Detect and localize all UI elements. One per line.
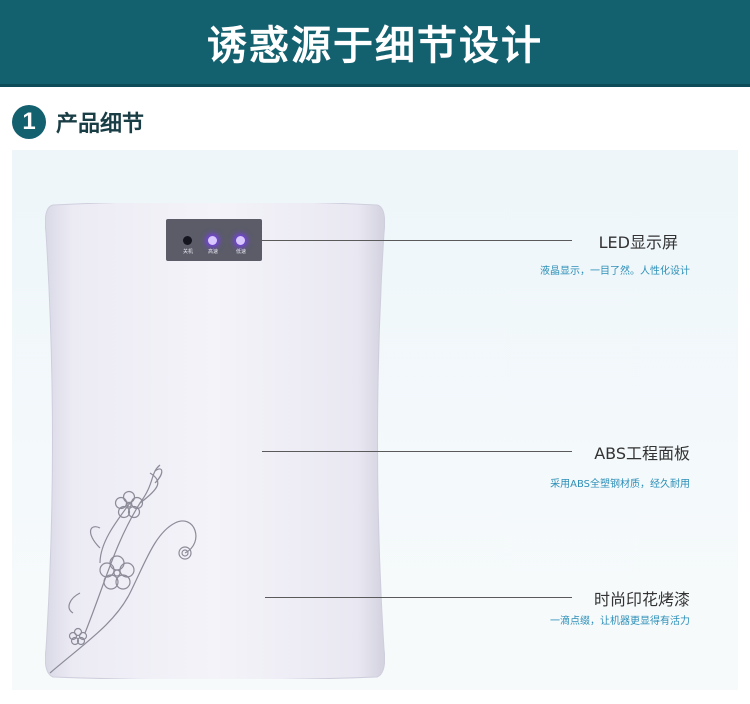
feature-title-print: 时尚印花烤漆 (593, 590, 690, 609)
high-speed-button[interactable] (208, 236, 217, 245)
banner-title: 诱惑源于细节设计 (207, 23, 543, 69)
power-button[interactable] (183, 236, 192, 245)
feature-title-abs: ABS工程面板 (594, 444, 690, 463)
low-speed-label: 低速 (235, 249, 246, 255)
low-speed-button[interactable] (236, 236, 245, 245)
section-number-badge: 1 (12, 105, 46, 139)
air-purifier-image (45, 203, 385, 679)
power-button-label: 关机 (182, 249, 193, 255)
led-control-panel: 关机 高速 低速 (166, 219, 262, 261)
feature-desc-print: 一滴点缀，让机器更显得有活力 (550, 616, 690, 627)
feature-desc-abs: 采用ABS全塑钢材质，经久耐用 (550, 479, 690, 490)
header-banner: 诱惑源于细节设计 (0, 0, 750, 87)
flower-decoration-icon (49, 464, 197, 674)
feature-desc-led: 液晶显示，一目了然。人性化设计 (540, 266, 690, 277)
led-leader-line (262, 240, 572, 241)
high-speed-label: 高速 (207, 249, 218, 255)
purifier-body (45, 203, 385, 679)
section-heading: 1 产品细节 (12, 102, 144, 142)
section-label: 产品细节 (56, 112, 145, 137)
abs-leader-line (262, 451, 572, 452)
feature-title-led: LED显示屏 (598, 233, 678, 252)
print-leader-line (265, 597, 572, 598)
